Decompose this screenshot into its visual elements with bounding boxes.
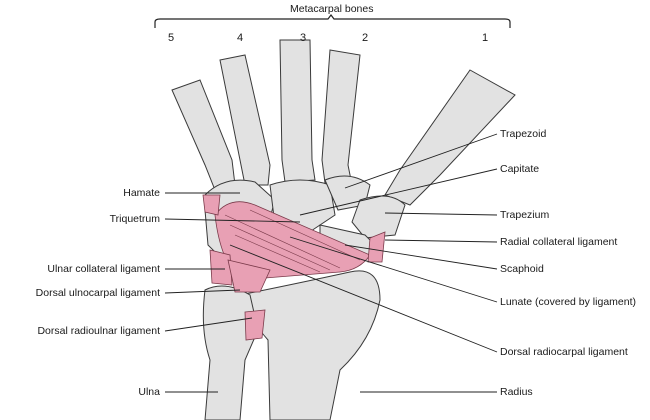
ulna-bone — [202, 285, 259, 420]
label-dorsal-radiocarpal-ligament: Dorsal radiocarpal ligament — [500, 346, 628, 358]
label-trapezium: Trapezium — [500, 209, 550, 221]
leader-lines — [164, 133, 498, 393]
ligament-fibers — [224, 209, 361, 273]
title-metacarpal-bones: Metacarpal bones — [290, 3, 374, 15]
metacarpal-4 — [219, 54, 271, 186]
label-ulna: Ulna — [138, 386, 160, 398]
radial-collateral-ligament — [367, 231, 386, 263]
metacarpal-1 — [384, 69, 516, 206]
metacarpal-number-1: 1 — [482, 32, 489, 44]
label-hamate: Hamate — [123, 187, 160, 199]
metacarpal-number-2: 2 — [362, 32, 369, 44]
label-capitate: Capitate — [500, 163, 540, 175]
label-trapezoid: Trapezoid — [500, 128, 547, 140]
label-radius: Radius — [500, 386, 533, 398]
label-ulnar-collateral-ligament: Ulnar collateral ligament — [47, 263, 160, 275]
metacarpal-5 — [171, 79, 236, 191]
trapezium-bone — [351, 195, 406, 239]
hamate-ligament — [202, 194, 221, 216]
label-radial-collateral-ligament: Radial collateral ligament — [500, 236, 618, 248]
metacarpal-brace — [154, 14, 511, 28]
radius-bone — [239, 270, 381, 420]
metacarpal-number-5: 5 — [168, 32, 175, 44]
dorsal-radioulnar-ligament — [244, 309, 266, 341]
dorsal-ulnocarpal-ligament — [227, 259, 271, 293]
label-dorsal-radioulnar-ligament: Dorsal radioulnar ligament — [37, 325, 160, 337]
label-scaphoid: Scaphoid — [500, 263, 544, 275]
metacarpal-3 — [279, 39, 316, 183]
metacarpal-2 — [321, 49, 361, 186]
ulnar-collateral-ligament — [209, 249, 233, 286]
label-lunate: Lunate (covered by ligament) — [500, 296, 636, 308]
label-dorsal-ulnocarpal-ligament: Dorsal ulnocarpal ligament — [35, 287, 160, 299]
label-triquetrum: Triquetrum — [109, 213, 160, 225]
metacarpal-number-4: 4 — [237, 32, 244, 44]
metacarpal-number-3: 3 — [300, 32, 307, 44]
